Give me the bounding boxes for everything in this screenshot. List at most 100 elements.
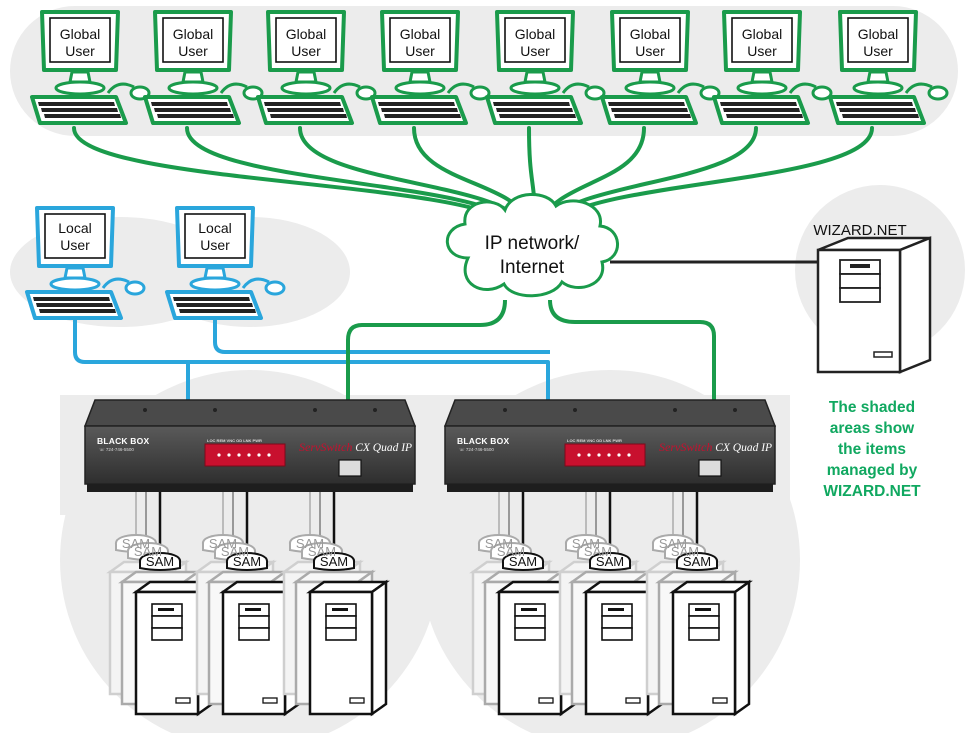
sam-adapter-icon [676,552,718,571]
monitor-base [624,80,676,96]
wizard-server-icon [816,236,932,374]
keyboard-key-row [493,102,570,106]
keyboard-key-row [157,114,234,118]
global-user-label-line1: Global [857,26,899,42]
kvm-led [237,453,241,457]
server-bay [839,287,881,303]
global-user-keyboard [712,82,833,125]
keyboard-key-row [836,102,913,106]
sam-label-ghost: SAM [295,536,325,551]
monitor-base [280,80,332,96]
local-user-keyboard [165,277,286,320]
monitor-screen [184,213,246,259]
sam-label: SAM [319,554,349,569]
tower-bay [151,627,183,641]
sam-label-ghost: SAM [496,544,526,559]
cable-layer [72,126,874,556]
keyboard-key-row [41,108,118,112]
keyboard-key-row [176,303,253,307]
global-user-label-line1: Global [629,26,671,42]
global-user-monitor [610,10,690,96]
kvm-base [87,484,413,492]
global-user-cable [72,126,510,224]
kvm-led [247,453,251,457]
kvm-led-panel [204,443,286,467]
mouse-cable [446,82,475,94]
mouse-icon [264,280,286,296]
monitor-screen [49,17,111,63]
global-user-label-line2: User [65,43,95,59]
local-user-monitor [35,206,115,292]
kvm-network-jack [338,459,362,477]
tower-button [175,697,191,704]
kvm-led-panel [564,443,646,467]
kvm-screw [313,408,317,412]
monitor-base [167,80,219,96]
global-user-label-line2: User [635,43,665,59]
sam-label: SAM [508,554,538,569]
keyboard-key-row [384,114,461,118]
server-tower [669,579,753,717]
tower-button [262,697,278,704]
keyboard-key-row [499,114,576,118]
keyboard-key-row [842,114,919,118]
mouse-cable [904,82,933,94]
keyboard-key-row [151,102,228,106]
network-cable-kvm2 [548,299,716,468]
global-user-keyboard [143,82,264,125]
local-user-monitor [175,206,255,292]
keyboard-key-row [378,102,455,106]
kvm-led [227,453,231,457]
kvm-product-prefix: ServSwitch [299,440,353,454]
global-user-label-line2: User [520,43,550,59]
server-tower [306,579,390,717]
wizard-server-label: WIZARD.NET [813,222,907,239]
mouse-cable [106,82,135,94]
global-user-label-line2: User [178,43,208,59]
sam-label: SAM [682,554,712,569]
tower-slot [695,608,711,611]
local-user-label-line2: User [200,237,230,253]
kvm-led [587,453,591,457]
sam-label-ghost: SAM [133,544,163,559]
kvm-screw [573,408,577,412]
keyboard-key-row [611,108,688,112]
keyboard-key-row [264,102,341,106]
keyboard-key-row [839,108,916,112]
keyboard-key-row [608,102,685,106]
monitor-screen [389,17,451,63]
keyboard-key-row [723,108,800,112]
kvm-screw [673,408,677,412]
local-user-label-line1: Local [198,220,232,236]
sam-adapter [313,552,355,571]
kvm-screw [213,408,217,412]
kvm-led [257,453,261,457]
keyboard-key-row [44,114,121,118]
global-user-label-line1: Global [285,26,327,42]
monitor-base [394,80,446,96]
network-label: IP network/ Internet [462,232,602,280]
kvm-brand: BLACK BOX [97,436,150,446]
tower-side [370,579,388,717]
tower-bay [688,615,720,629]
kvm-led [617,453,621,457]
global-user-label-line2: User [405,43,435,59]
monitor-screen [44,213,106,259]
network-label-line1: IP network/ [484,233,580,254]
global-user-label-line2: User [291,43,321,59]
monitor-base [852,80,904,96]
mouse-icon [469,85,491,101]
note-line4: managed by [826,462,918,479]
sam-label: SAM [232,554,262,569]
kvm-screw [143,408,147,412]
mouse-cable [332,82,361,94]
global-user-monitor [838,10,918,96]
kvm-phone: ☏ 724-746-5500 [459,447,494,452]
monitor-base [54,80,106,96]
